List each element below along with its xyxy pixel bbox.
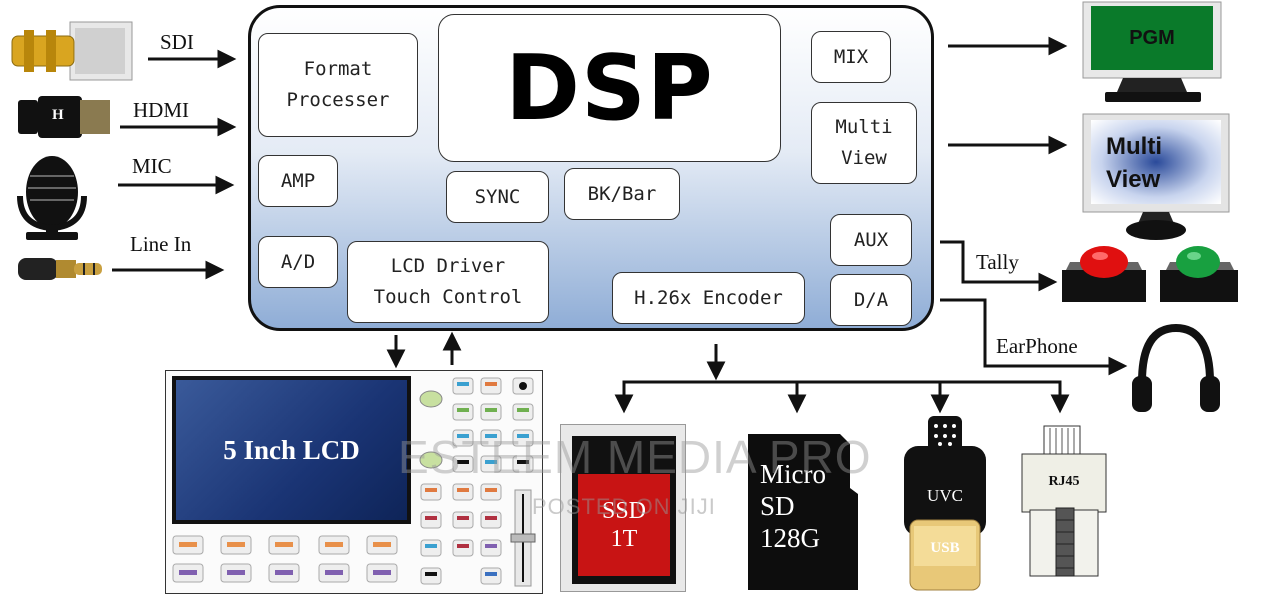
bnc-connector-icon [11,21,133,81]
audio-jack-icon [18,258,102,280]
tally-red-icon [1062,246,1146,302]
mix-module: MIX [811,31,891,83]
uvc-usb-icon [904,416,986,591]
headphones-icon [1132,323,1220,412]
ssd-label: SSD 1T [578,474,670,576]
hdmi-connector-icon [18,96,110,138]
tally-label: Tally [976,250,1019,274]
bk-bar-module: BK/Bar [564,168,680,220]
panel-buttons [172,377,536,587]
monitors [1082,1,1230,240]
rj45-label: RJ45 [1048,474,1080,489]
encoder-module: H.26x Encoder [612,272,805,324]
earphone-label: EarPhone [996,334,1078,358]
uvc-label: UVC [927,486,963,505]
tally-lights [1062,246,1238,302]
multiview-label: Multi View [1106,133,1162,193]
input-arrows [112,49,237,280]
watermark-text: ESTEEM MEDIA PRO [398,431,872,483]
dsp-module: DSP [438,14,781,162]
micro-sd-icon [748,434,858,590]
lcd-screen: 5 Inch LCD [176,380,407,520]
pgm-label: PGM [1129,26,1175,49]
input-label-line-in: Line In [130,232,192,256]
sync-module: SYNC [446,171,549,223]
a-d-module: A/D [258,236,338,288]
lcd-screen-text: 5 Inch LCD [223,434,360,465]
usb-label: USB [930,540,960,556]
amp-module: AMP [258,155,338,207]
tally-green-icon [1160,246,1238,302]
aux-module: AUX [830,214,912,266]
input-label-sdi: SDI [160,30,194,54]
hdmi-plug-text: H [52,107,64,123]
lcd-driver-module: LCD Driver Touch Control [347,241,549,323]
input-label-hdmi: HDMI [133,98,189,122]
pgm-monitor-icon [1082,1,1222,102]
watermark-subtext: POSTED ON JIJI [532,494,716,519]
format-processor-module: Format Processer [258,33,418,137]
input-connectors [11,21,237,280]
rj45-icon [1021,425,1107,577]
input-label-mic: MIC [132,154,172,178]
multiview-monitor-icon [1082,113,1230,240]
d-a-module: D/A [830,274,912,326]
multi-view-module: Multi View [811,102,917,184]
microphone-icon [17,156,87,240]
micro-sd-label: Micro SD 128G [760,459,826,553]
